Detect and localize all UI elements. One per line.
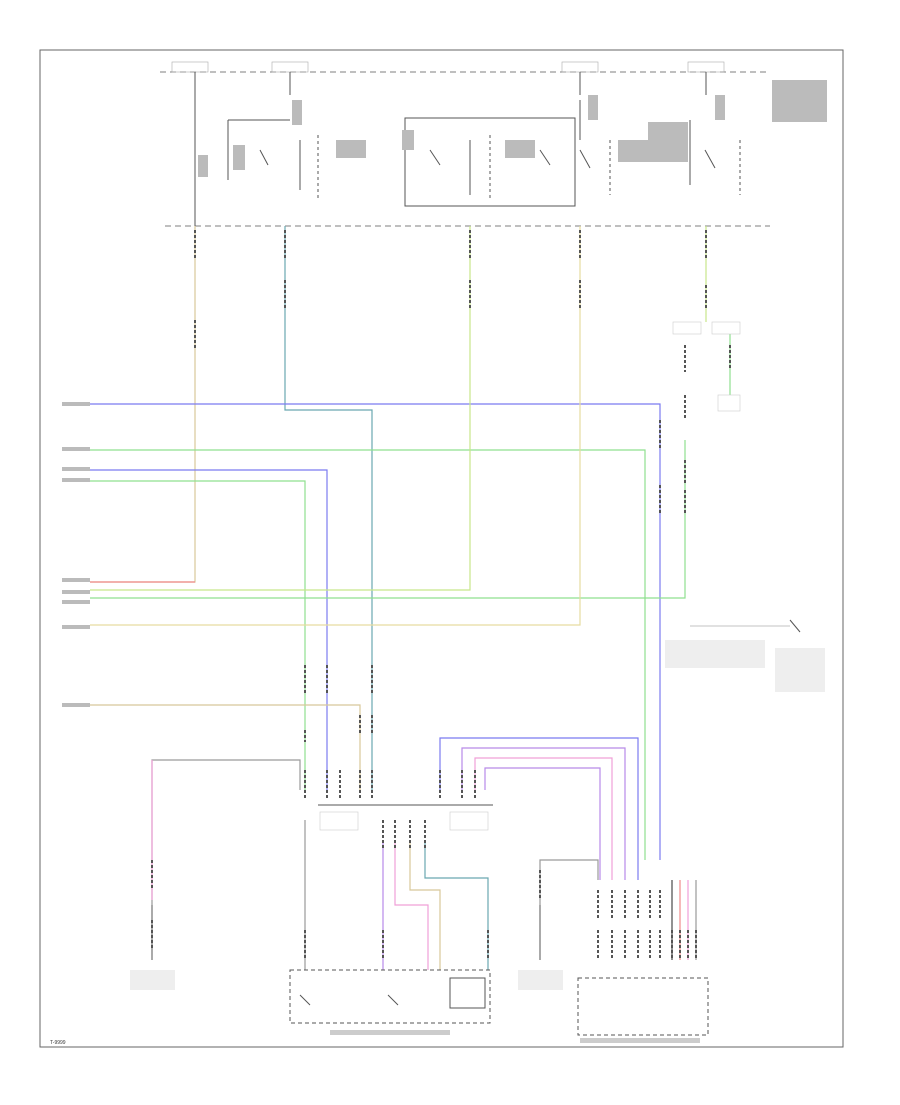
diagram-frame: [39, 49, 844, 1048]
right-component: [665, 619, 825, 692]
wire-green-9: [90, 440, 686, 599]
wire-blue-16: [439, 737, 639, 880]
supply-header-4: [687, 61, 725, 95]
left-wire-labels: [62, 402, 90, 707]
wire-blue-6: [90, 469, 328, 790]
connector-stubs: [151, 230, 731, 958]
wire-pink-21: [394, 840, 429, 970]
wire-teal-3: [284, 226, 373, 790]
wire-gray-25: [539, 859, 599, 905]
supply-header-3: [561, 61, 599, 95]
wire-tan-22: [409, 840, 441, 970]
wire-yellow-10: [90, 226, 581, 626]
power-distribution-area: [160, 61, 827, 227]
relay-4: [689, 120, 741, 195]
wire-green-5: [90, 449, 646, 860]
wire-gray-12: [151, 759, 301, 905]
ground-right-bottom: [518, 905, 563, 990]
left-door-latch-module: [289, 969, 491, 1035]
wire-blue-4: [90, 403, 661, 860]
ground-left-bottom: [130, 905, 175, 990]
page-code: T-9999: [50, 1040, 66, 1046]
relay-label-blocks: [198, 80, 827, 177]
supply-header-2: [271, 61, 309, 95]
wire-lime-8: [90, 226, 471, 591]
wire-pink-18: [474, 757, 613, 880]
wire-violet-17: [461, 747, 626, 880]
center-module: [318, 804, 493, 831]
relay-1: [227, 119, 319, 200]
relay-2: [404, 117, 576, 207]
supply-header-1: [171, 61, 209, 226]
wire-set: [90, 226, 731, 970]
wire-violet-19: [484, 767, 601, 880]
ground-right-top: [672, 321, 741, 412]
right-module: [577, 977, 709, 1043]
relay-3: [579, 100, 611, 195]
wire-green-7: [90, 480, 306, 790]
wire-tan-11: [90, 704, 361, 790]
wire-teal-23: [424, 840, 489, 970]
